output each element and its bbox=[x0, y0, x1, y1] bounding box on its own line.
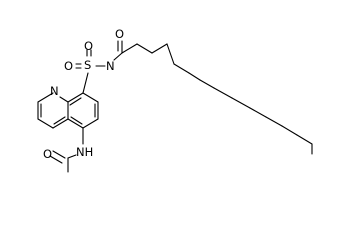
bond bbox=[121, 43, 138, 54]
bond bbox=[296, 134, 313, 145]
bond bbox=[213, 87, 233, 99]
bond bbox=[82, 72, 89, 94]
bond bbox=[37, 92, 54, 103]
pyridine-ring bbox=[37, 92, 69, 129]
bond bbox=[249, 107, 267, 118]
bond bbox=[69, 97, 82, 106]
bond bbox=[136, 43, 153, 54]
bond bbox=[82, 92, 99, 103]
bond bbox=[52, 118, 69, 129]
bond bbox=[53, 116, 66, 125]
bond bbox=[151, 43, 168, 54]
chemical-structure: N O S O O N O NH bbox=[37, 27, 313, 173]
bond bbox=[231, 97, 251, 109]
bond bbox=[37, 118, 54, 129]
sulfur-label: S bbox=[84, 58, 91, 72]
bond bbox=[49, 155, 63, 164]
amide-oxygen-label: O bbox=[115, 27, 124, 41]
sulfonyl-nitrogen-label: N bbox=[106, 59, 115, 73]
sulfonyl-oxygen-left-label: O bbox=[64, 59, 73, 73]
sulfonyl-group bbox=[75, 49, 106, 94]
bond bbox=[113, 52, 123, 61]
bond bbox=[52, 150, 66, 159]
acetamide-nh-label: NH bbox=[76, 145, 93, 159]
dodecanoyl-chain bbox=[113, 40, 313, 155]
bond bbox=[70, 116, 83, 125]
bond bbox=[281, 125, 298, 136]
bond bbox=[59, 96, 69, 103]
bond bbox=[199, 79, 215, 89]
acetamide-oxygen-label: O bbox=[43, 147, 52, 161]
ring-nitrogen-label: N bbox=[50, 84, 59, 98]
benzene-ring bbox=[67, 92, 99, 129]
bond bbox=[188, 72, 201, 81]
bond bbox=[67, 92, 84, 103]
bond bbox=[173, 63, 190, 74]
sulfonyl-oxygen-top-label: O bbox=[84, 39, 93, 53]
bond bbox=[166, 43, 175, 65]
bond bbox=[67, 154, 77, 159]
bond bbox=[265, 116, 283, 127]
acetamide-group bbox=[49, 127, 84, 173]
bond bbox=[67, 118, 84, 129]
bond bbox=[82, 118, 99, 129]
